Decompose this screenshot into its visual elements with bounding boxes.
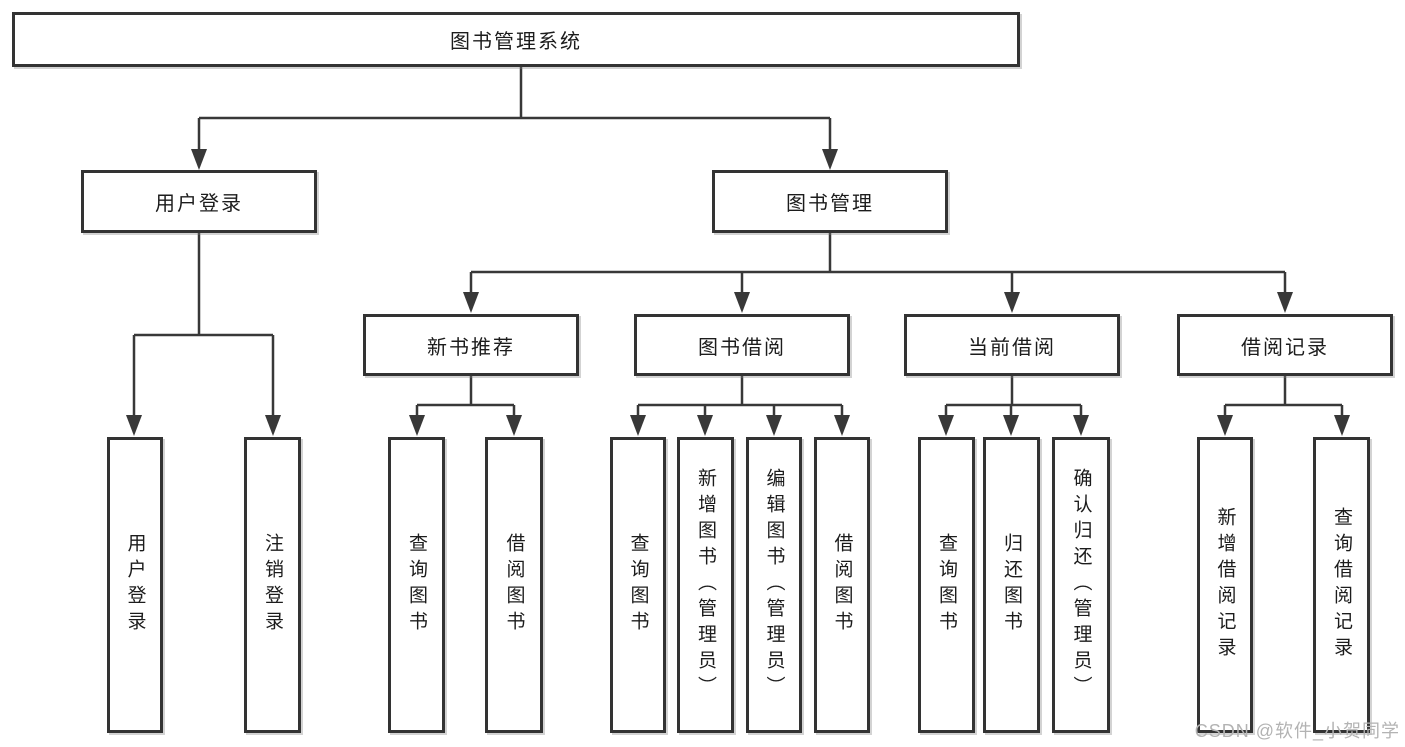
node-book-management: 图书管理 (712, 170, 948, 233)
node-label: 借阅记录 (1241, 336, 1329, 359)
node-borrow-records: 借阅记录 (1177, 314, 1393, 376)
leaf-query-books-borrow: 查询图书 (610, 437, 666, 733)
leaf-add-book-admin: 新增图书（管理员） (677, 437, 734, 733)
leaf-borrow-books-recommend: 借阅图书 (485, 437, 543, 733)
node-user-login: 用户登录 (81, 170, 317, 233)
node-label: 当前借阅 (968, 336, 1056, 359)
node-current-borrow: 当前借阅 (904, 314, 1120, 376)
leaf-return-book: 归还图书 (983, 437, 1040, 733)
node-label: 借阅图书 (831, 533, 853, 637)
node-label: 查询图书 (406, 533, 427, 637)
node-label: 新增借阅记录 (1214, 507, 1236, 663)
node-label: 新书推荐 (427, 336, 515, 359)
node-book-borrow: 图书借阅 (634, 314, 850, 376)
node-label: 查询借阅记录 (1331, 507, 1352, 663)
node-new-book-recommend: 新书推荐 (363, 314, 579, 376)
csdn-watermark: CSDN @软件_小贺同学 (1194, 721, 1400, 741)
node-label: 查询图书 (936, 533, 957, 637)
node-label: 注销登录 (262, 533, 283, 637)
arrowheads (126, 149, 1350, 436)
node-library-management-system: 图书管理系统 (12, 12, 1020, 67)
leaf-logout: 注销登录 (244, 437, 301, 733)
node-label: 图书借阅 (698, 336, 786, 359)
node-label: 图书管理系统 (450, 31, 582, 53)
node-label: 借阅图书 (503, 533, 525, 637)
node-label: 用户登录 (155, 193, 243, 215)
node-label: 查询图书 (627, 533, 649, 637)
node-label: 确认归还（管理员） (1070, 468, 1092, 702)
leaf-confirm-return-admin: 确认归还（管理员） (1052, 437, 1110, 733)
leaf-user-login: 用户登录 (107, 437, 163, 733)
leaf-query-books-current: 查询图书 (918, 437, 975, 733)
leaf-borrow-books: 借阅图书 (814, 437, 870, 733)
node-label: 新增图书（管理员） (695, 468, 716, 702)
leaf-edit-book-admin: 编辑图书（管理员） (746, 437, 802, 733)
node-label: 编辑图书（管理员） (763, 468, 785, 702)
leaf-add-borrow-record: 新增借阅记录 (1197, 437, 1253, 733)
node-label: 归还图书 (1001, 533, 1022, 637)
node-label: 图书管理 (786, 193, 874, 215)
leaf-query-borrow-record: 查询借阅记录 (1313, 437, 1370, 733)
leaf-query-books-recommend: 查询图书 (388, 437, 445, 733)
node-label: 用户登录 (124, 533, 146, 637)
